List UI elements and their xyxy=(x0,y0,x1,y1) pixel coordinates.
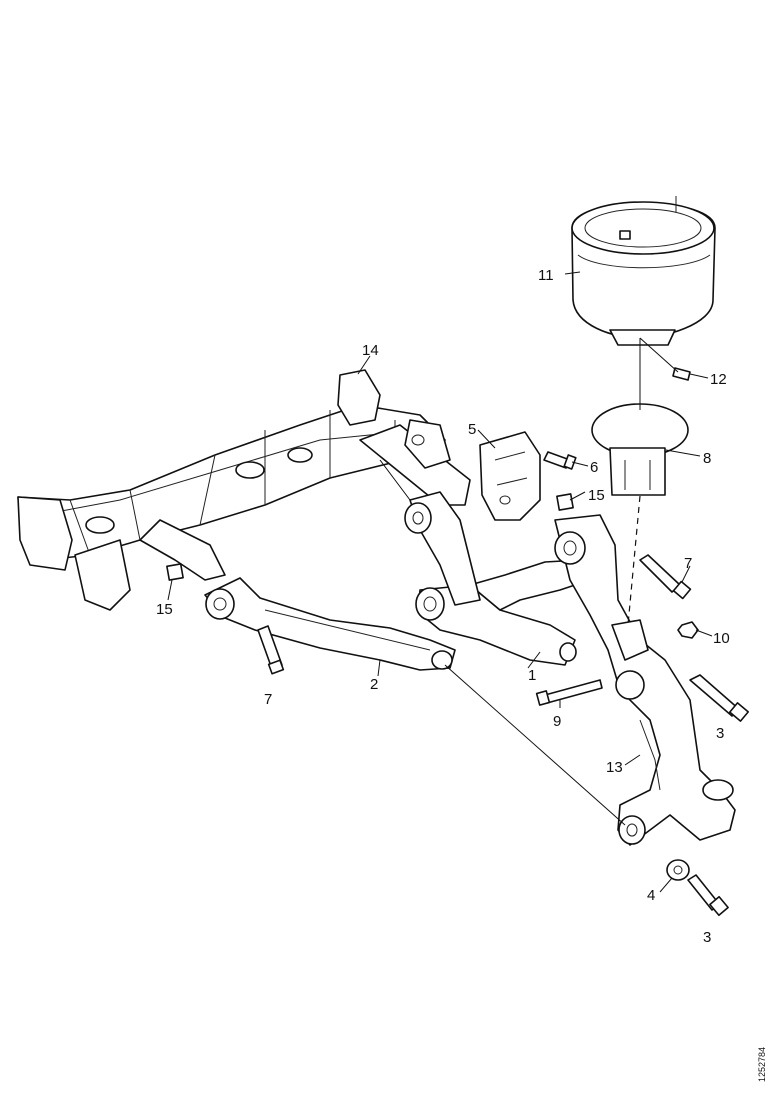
hub-carrier xyxy=(554,514,736,846)
callout-6: 6 xyxy=(590,459,598,476)
control-arm-2 xyxy=(204,577,456,671)
nut-15-upper xyxy=(556,493,574,511)
air-spring-11 xyxy=(571,196,716,346)
callout-9: 9 xyxy=(553,713,561,730)
spring-plate-8 xyxy=(591,403,689,496)
callout-4: 4 xyxy=(647,887,655,904)
nut-10 xyxy=(677,621,699,639)
upper-link xyxy=(404,491,481,606)
bushing-4 xyxy=(666,859,690,881)
callout-8: 8 xyxy=(703,450,711,467)
callout-13: 13 xyxy=(606,759,623,776)
bolt-3-lower xyxy=(687,874,729,917)
bolt-7-right xyxy=(639,554,692,600)
callout-2: 2 xyxy=(370,676,378,693)
callout-15-upper: 15 xyxy=(588,487,605,504)
callout-12: 12 xyxy=(710,371,727,388)
bolt-7-left xyxy=(257,625,285,675)
callout-10: 10 xyxy=(713,630,730,647)
callout-11: 11 xyxy=(538,267,554,284)
bolt-9 xyxy=(535,679,603,706)
callout-5: 5 xyxy=(468,421,476,438)
subframe xyxy=(17,369,471,611)
callout-1: 1 xyxy=(528,667,536,684)
figure-reference-number: 1252784 xyxy=(757,1047,767,1082)
callout-15-left: 15 xyxy=(156,601,173,618)
callout-7-right: 7 xyxy=(684,555,692,572)
bolt-3-upper xyxy=(689,674,750,722)
bracket-5 xyxy=(479,431,541,521)
callout-14: 14 xyxy=(362,342,379,359)
bolt-6 xyxy=(543,451,577,470)
nut-15-left xyxy=(166,563,184,581)
callout-3-upper: 3 xyxy=(716,725,724,742)
callout-7-left: 7 xyxy=(264,691,272,708)
callout-3-lower: 3 xyxy=(703,929,711,946)
